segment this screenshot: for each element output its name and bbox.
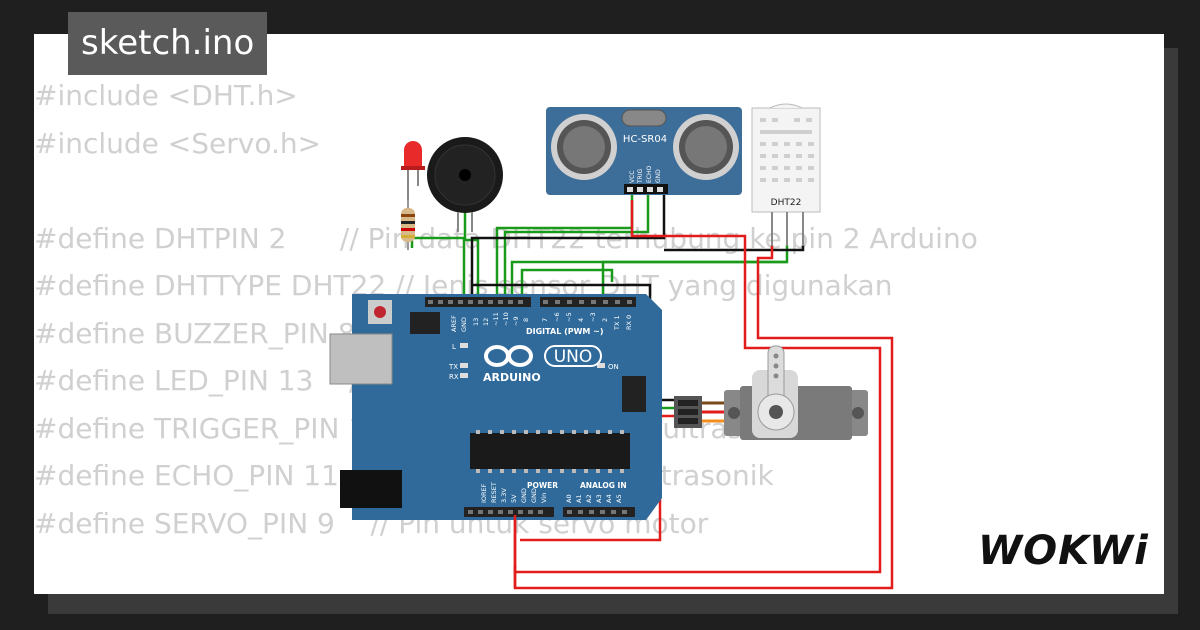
pin-label: ~5 bbox=[565, 312, 573, 322]
pin-label: 8 bbox=[522, 318, 530, 322]
power-label: POWER bbox=[527, 481, 558, 490]
pin-label: 2 bbox=[601, 318, 609, 322]
wire-led bbox=[410, 236, 466, 300]
board-model: UNO bbox=[554, 347, 593, 367]
led bbox=[401, 141, 425, 206]
ultrasonic-label: HC-SR04 bbox=[623, 134, 667, 145]
pin-label: A3 bbox=[595, 494, 603, 503]
pin-label: GND bbox=[530, 488, 538, 503]
pin-label: GND bbox=[520, 488, 528, 503]
digital-label: DIGITAL (PWM ~) bbox=[526, 327, 604, 336]
pin-label: A5 bbox=[615, 494, 623, 503]
ultrasonic-sensor: HC-SR04 VCC TRIG ECHO GND bbox=[546, 107, 742, 195]
code-line: #include <Servo.h> bbox=[34, 126, 322, 160]
pin-label: A0 bbox=[565, 494, 573, 503]
pin-label: 12 bbox=[482, 318, 490, 326]
pin-label: RESET bbox=[490, 482, 498, 503]
pin-label: 3.3V bbox=[500, 488, 508, 503]
wire-5v-dht bbox=[513, 245, 894, 590]
pin-label: ~9 bbox=[512, 316, 520, 326]
pin-label: ~10 bbox=[502, 312, 510, 326]
pin-label: ~11 bbox=[492, 312, 500, 326]
pin-label: ~3 bbox=[589, 312, 597, 322]
led-label: TX bbox=[448, 363, 458, 371]
wire-gnd-dht bbox=[664, 245, 805, 252]
pin-label: GND bbox=[460, 317, 468, 332]
pin-label: A2 bbox=[585, 494, 593, 503]
pin-label: ECHO bbox=[646, 166, 653, 183]
pin-label: TX 1 bbox=[613, 315, 621, 331]
pin-label: 7 bbox=[541, 318, 549, 322]
buzzer bbox=[427, 137, 503, 232]
pin-label: A1 bbox=[575, 494, 583, 503]
pin-label: GND bbox=[655, 169, 662, 183]
code-line: #include <DHT.h> bbox=[34, 79, 298, 112]
pin-label: Vin bbox=[540, 493, 548, 503]
dht22-sensor: DHT22 bbox=[751, 103, 821, 246]
dht-label: DHT22 bbox=[771, 198, 802, 208]
pin-label: RX 0 bbox=[625, 315, 633, 330]
wire-gnd-ultra bbox=[470, 192, 666, 300]
led-label: RX bbox=[449, 373, 459, 381]
led-label: L bbox=[452, 343, 456, 351]
pin-label: 4 bbox=[577, 318, 585, 322]
board-brand: ARDUINO bbox=[483, 371, 541, 384]
resistor bbox=[401, 200, 415, 250]
pin-label: TRIG bbox=[637, 168, 644, 184]
servo-motor bbox=[674, 345, 868, 440]
wire-echo bbox=[503, 192, 650, 300]
wire-5v-ultra bbox=[513, 200, 882, 574]
pin-label: 5V bbox=[510, 494, 518, 503]
arduino-uno-board: AREF GND 13 12 ~11 ~10 ~9 8 7 ~6 ~5 4 ~3… bbox=[329, 294, 662, 520]
pin-label: IOREF bbox=[480, 483, 488, 503]
pin-label: AREF bbox=[450, 315, 458, 332]
pin-label: A4 bbox=[605, 494, 613, 503]
code-line: #define DHTPIN 2 // Pin data DHT22 terhu… bbox=[34, 221, 978, 255]
arduino-logo-icon bbox=[484, 345, 533, 367]
wire-dht-pin2 bbox=[601, 260, 787, 300]
sketch-filename-badge: sketch.ino bbox=[68, 12, 268, 75]
wokwi-logo: WOKWi bbox=[978, 528, 1149, 574]
led-label: ON bbox=[608, 363, 619, 371]
pin-label: VCC bbox=[629, 171, 636, 183]
pin-label: 13 bbox=[472, 318, 480, 326]
pin-label: ~6 bbox=[553, 312, 561, 322]
analog-label: ANALOG IN bbox=[580, 481, 627, 490]
